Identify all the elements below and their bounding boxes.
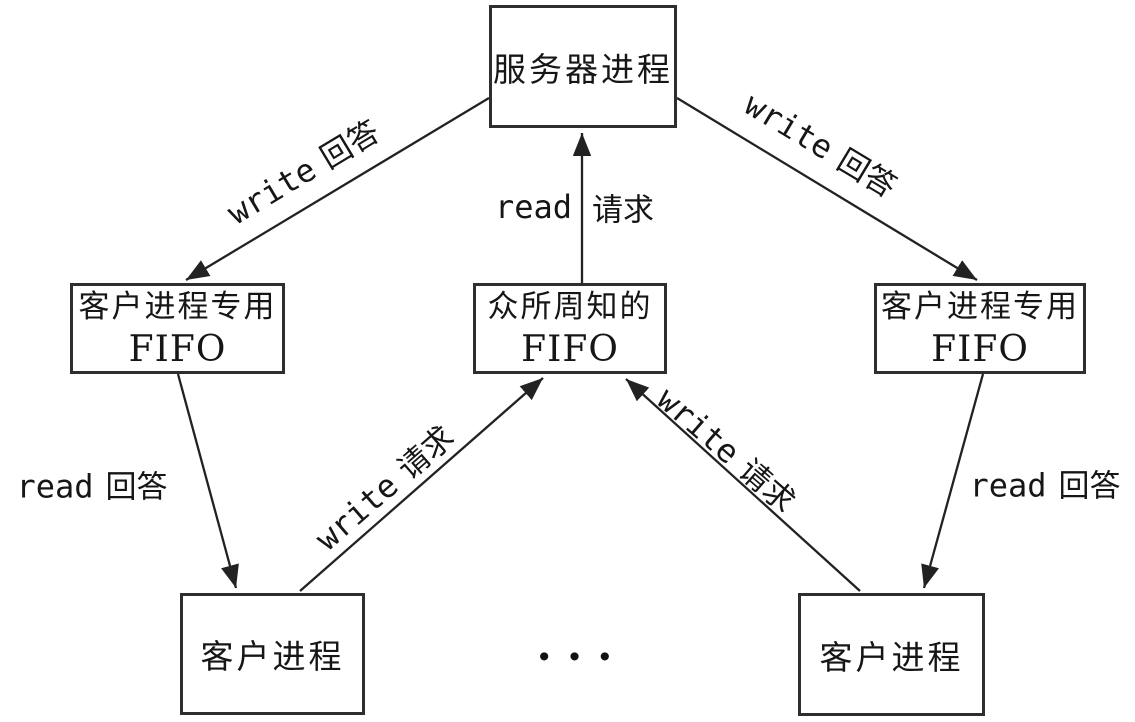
arrow-write-request-right bbox=[625, 378, 861, 592]
edge-label-read-request-en: read bbox=[494, 188, 572, 226]
client-process-left-label: 客户进程 bbox=[200, 637, 345, 676]
well-known-fifo-label-line2: FIFO bbox=[521, 328, 619, 370]
client-process-right-box: 客户进程 bbox=[798, 593, 985, 716]
client-fifo-left-label-line2: FIFO bbox=[128, 328, 227, 370]
edge-label-read-reply-right-en: read bbox=[969, 466, 1047, 505]
edge-label-read-reply-right-zh: 回答 bbox=[1058, 468, 1121, 505]
arrow-write-request-left bbox=[299, 377, 544, 592]
client-fifo-right-label-line2: FIFO bbox=[931, 328, 1029, 370]
client-fifo-right-label-line1: 客户进程专用 bbox=[881, 288, 1079, 325]
arrow-write-reply-left bbox=[185, 97, 490, 281]
edge-label-read-reply-left: read 回答 bbox=[16, 462, 167, 507]
client-process-left-box: 客户进程 bbox=[180, 593, 365, 715]
edge-label-read-request-zh: 请求 bbox=[592, 192, 654, 229]
client-process-right-label: 客户进程 bbox=[819, 637, 964, 677]
well-known-fifo-label-line1: 众所周知的 bbox=[487, 288, 653, 325]
client-fifo-left-label-line1: 客户进程专用 bbox=[78, 288, 277, 325]
well-known-fifo-box: 众所周知的 FIFO bbox=[473, 283, 667, 374]
client-fifo-right-box: 客户进程专用 FIFO bbox=[874, 283, 1086, 374]
server-process-label: 服务器进程 bbox=[493, 49, 673, 89]
arrow-read-reply-right bbox=[921, 373, 985, 589]
more-clients-ellipsis: ··· bbox=[536, 631, 628, 683]
edge-label-read-reply-right: read 回答 bbox=[969, 461, 1120, 506]
edge-label-read-reply-left-en: read bbox=[16, 467, 94, 506]
edge-label-read-reply-left-zh: 回答 bbox=[105, 469, 168, 506]
arrow-read-reply-left bbox=[176, 373, 239, 589]
server-process-box: 服务器进程 bbox=[489, 5, 677, 128]
client-fifo-left-box: 客户进程专用 FIFO bbox=[70, 283, 285, 374]
arrow-write-reply-right bbox=[676, 97, 978, 281]
